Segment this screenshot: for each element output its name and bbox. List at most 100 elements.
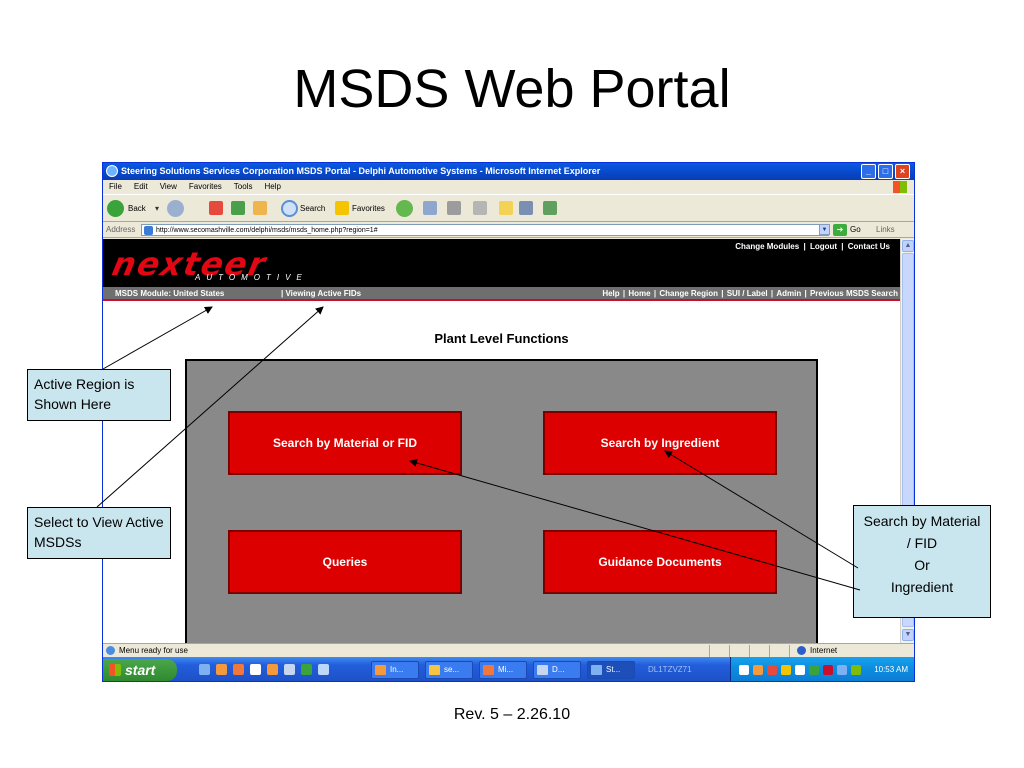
callout-view-active-msds: Select to View Active MSDSs: [27, 507, 171, 559]
task-label: In...: [390, 665, 404, 674]
separator: |: [770, 289, 774, 298]
print-icon[interactable]: [447, 201, 461, 215]
folder-icon[interactable]: [499, 201, 513, 215]
title-bar[interactable]: Steering Solutions Services Corporation …: [103, 163, 914, 180]
quicklaunch-word-icon[interactable]: [250, 664, 261, 675]
status-bar: Menu ready for use Internet: [103, 643, 914, 657]
tray-icon[interactable]: [795, 665, 805, 675]
scroll-down-icon[interactable]: ▼: [902, 629, 914, 641]
scroll-up-icon[interactable]: ▲: [902, 240, 914, 252]
internet-zone-icon: [797, 646, 806, 655]
status-text: Menu ready for use: [119, 646, 188, 655]
window-icon: [537, 665, 548, 675]
contact-us-link[interactable]: Contact Us: [847, 242, 890, 251]
taskbar-item[interactable]: D...: [533, 661, 581, 679]
taskbar-item[interactable]: In...: [371, 661, 419, 679]
menu-tools[interactable]: Tools: [233, 182, 253, 191]
tray-icon[interactable]: [767, 665, 777, 675]
machine-name: DL1TZVZ71: [648, 665, 692, 674]
quicklaunch-app-icon[interactable]: [267, 664, 278, 675]
status-divider: [749, 645, 750, 657]
address-bar: Address http://www.secomashville.com/del…: [103, 222, 914, 238]
stop-icon[interactable]: [209, 201, 223, 215]
task-label: St...: [606, 665, 621, 674]
admin-link[interactable]: Admin: [776, 289, 802, 298]
forward-icon[interactable]: [167, 200, 184, 217]
go-arrow-icon[interactable]: ➜: [833, 224, 847, 236]
mail-icon[interactable]: [423, 201, 437, 215]
separator: |: [721, 289, 724, 298]
nav-links: Help | Home | Change Region | SUI / Labe…: [601, 287, 898, 300]
queries-button[interactable]: Queries: [228, 530, 462, 594]
previous-msds-search-link[interactable]: Previous MSDS Search: [809, 289, 898, 298]
separator: |: [653, 289, 657, 298]
address-input[interactable]: http://www.secomashville.com/delphi/msds…: [141, 224, 829, 236]
menu-edit[interactable]: Edit: [133, 182, 148, 191]
taskbar-item[interactable]: se...: [425, 661, 473, 679]
address-dropdown-icon[interactable]: ▼: [819, 224, 830, 235]
logout-link[interactable]: Logout: [809, 242, 838, 251]
search-material-button[interactable]: Search by Material or FID: [228, 411, 462, 475]
tray-icon[interactable]: [753, 665, 763, 675]
folder-icon: [429, 665, 440, 675]
toolbar: Back ▾ Search Favorites: [103, 194, 914, 222]
menu-favorites[interactable]: Favorites: [188, 182, 222, 191]
address-label: Address: [106, 225, 136, 234]
help-link[interactable]: Help: [602, 289, 620, 298]
clock: 10:53 AM: [874, 665, 908, 674]
quicklaunch-network-icon[interactable]: [284, 664, 295, 675]
task-label: Mi...: [498, 665, 514, 674]
quicklaunch-outlook-icon[interactable]: [216, 664, 227, 675]
taskbar-item[interactable]: Mi...: [479, 661, 527, 679]
search-icon[interactable]: [281, 200, 298, 217]
back-label[interactable]: Back: [128, 204, 146, 213]
search-ingredient-button[interactable]: Search by Ingredient: [543, 411, 777, 475]
taskbar-item-active[interactable]: St...: [587, 661, 635, 679]
top-links: Change Modules | Logout | Contact Us: [733, 242, 890, 251]
status-divider: [789, 645, 790, 657]
home-icon[interactable]: [253, 201, 267, 215]
favorites-label[interactable]: Favorites: [352, 204, 385, 213]
guidance-documents-button[interactable]: Guidance Documents: [543, 530, 777, 594]
tray-icon[interactable]: [739, 665, 749, 675]
search-label[interactable]: Search: [300, 204, 326, 213]
viewing-active-fids-link[interactable]: | Viewing Active FIDs: [281, 289, 362, 298]
quicklaunch-powerpoint-icon[interactable]: [233, 664, 244, 675]
messenger-icon[interactable]: [543, 201, 557, 215]
edit-icon[interactable]: [473, 201, 487, 215]
history-icon[interactable]: [396, 200, 413, 217]
start-button[interactable]: start: [103, 659, 177, 681]
favorites-icon[interactable]: [335, 201, 349, 215]
tray-icon[interactable]: [851, 665, 861, 675]
quicklaunch-ie-icon[interactable]: [199, 664, 210, 675]
refresh-icon[interactable]: [231, 201, 245, 215]
menu-help[interactable]: Help: [264, 182, 281, 191]
quicklaunch-messenger-icon[interactable]: [318, 664, 329, 675]
nav-bar: MSDS Module: United States | Viewing Act…: [103, 287, 900, 301]
tray-icon[interactable]: [781, 665, 791, 675]
change-region-link[interactable]: Change Region: [659, 289, 718, 298]
quicklaunch-excel-icon[interactable]: [301, 664, 312, 675]
links-button[interactable]: Links: [876, 225, 895, 234]
research-icon[interactable]: [519, 201, 533, 215]
page-icon: [144, 226, 153, 235]
tray-icon[interactable]: [837, 665, 847, 675]
tray-icon[interactable]: [823, 665, 833, 675]
sui-label-link[interactable]: SUI / Label: [726, 289, 768, 298]
back-dropdown-icon[interactable]: ▾: [155, 204, 160, 213]
go-button[interactable]: Go: [850, 225, 861, 234]
change-modules-link[interactable]: Change Modules: [735, 242, 800, 251]
tray-icon[interactable]: [809, 665, 819, 675]
windows-logo-icon: [893, 181, 907, 193]
menu-file[interactable]: File: [109, 182, 122, 191]
minimize-button[interactable]: _: [861, 164, 876, 179]
menu-view[interactable]: View: [159, 182, 177, 191]
close-button[interactable]: ×: [895, 164, 910, 179]
callout-search: Search by Material / FID Or Ingredient: [853, 505, 991, 618]
back-icon[interactable]: [107, 200, 124, 217]
ie-icon: [591, 665, 602, 675]
separator: |: [841, 242, 844, 251]
maximize-button[interactable]: □: [878, 164, 893, 179]
home-link[interactable]: Home: [628, 289, 651, 298]
